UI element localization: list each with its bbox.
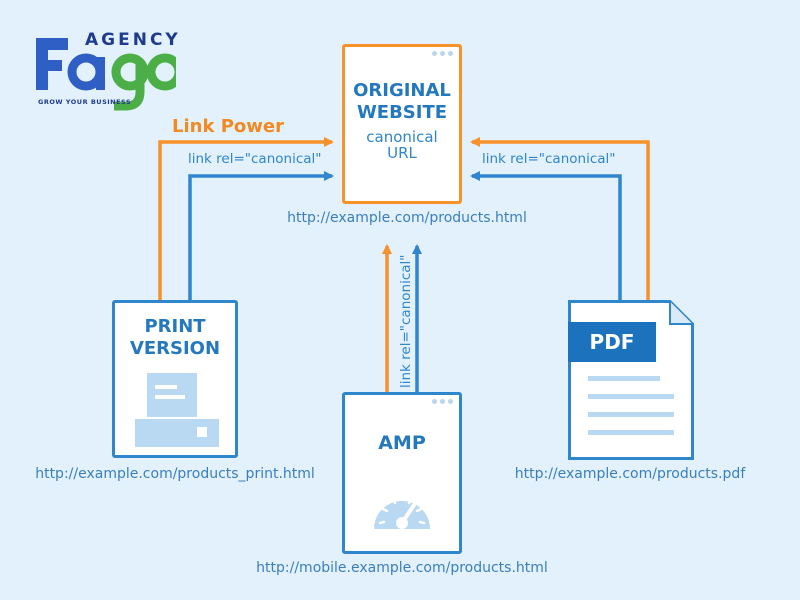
pdf-link-power-arrow	[470, 137, 650, 300]
logo-tagline: GROW YOUR BUSINESS	[38, 98, 132, 106]
right-rel-canonical-label: link rel="canonical"	[482, 151, 616, 167]
print-version-card: PRINT VERSION	[112, 300, 238, 458]
original-sub-line1: canonical	[366, 128, 438, 146]
amp-url: http://mobile.example.com/products.html	[256, 560, 548, 576]
link-power-label: Link Power	[172, 116, 284, 137]
print-title-line1: PRINT	[144, 316, 206, 337]
amp-rel-canonical-label: link rel="canonical"	[398, 254, 414, 388]
speedometer-icon	[374, 497, 430, 529]
pdf-title: PDF	[568, 322, 656, 362]
print-title-line2: VERSION	[129, 338, 221, 359]
amp-card: AMP	[342, 392, 462, 554]
original-website-card: ORIGINAL WEBSITE canonical URL	[342, 44, 462, 204]
print-url: http://example.com/products_print.html	[35, 466, 315, 482]
window-dots-icon	[432, 399, 453, 404]
pdf-url: http://example.com/products.pdf	[514, 466, 746, 482]
amp-title: AMP	[378, 432, 426, 454]
logo-agency-text: AGENCY	[85, 30, 181, 50]
print-link-power-arrow	[158, 137, 334, 300]
fago-logo-mark	[36, 38, 176, 111]
pdf-canonical-arrow	[470, 171, 622, 300]
original-sub-line2: URL	[387, 144, 417, 162]
pdf-card: PDF	[568, 300, 694, 460]
print-canonical-arrow	[188, 171, 334, 300]
printer-icon	[135, 373, 219, 447]
original-title-line2: WEBSITE	[356, 102, 448, 123]
left-rel-canonical-label: link rel="canonical"	[188, 151, 322, 167]
original-title-line1: ORIGINAL	[353, 80, 451, 101]
original-url: http://example.com/products.html	[287, 210, 527, 226]
window-dots-icon	[432, 51, 453, 56]
